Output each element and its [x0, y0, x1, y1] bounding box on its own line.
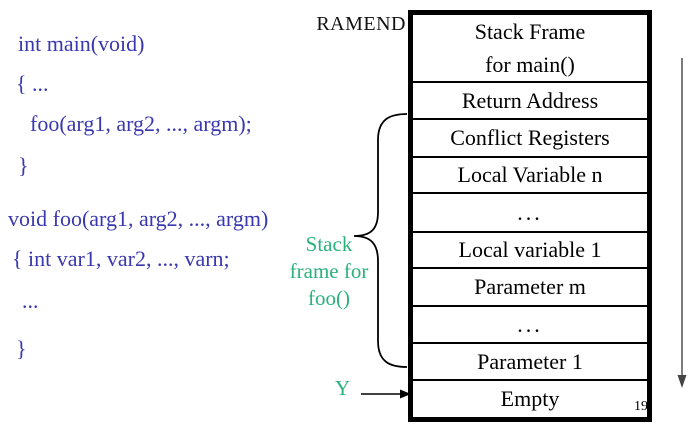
main-frame-line1: Stack Frame [474, 19, 586, 44]
foo-frame-annotation: Stack frame for foo() [278, 231, 380, 312]
memory-row-return-address: Return Address [413, 83, 647, 120]
memory-row-parameter-m: Parameter m [413, 269, 647, 307]
memory-row-conflict-registers: Conflict Registers [413, 120, 647, 158]
code-line-main-open: { ... [16, 71, 49, 96]
memory-row-empty: Empty [500, 386, 560, 411]
code-line-foo-signature: void foo(arg1, arg2, ..., argm) [8, 206, 269, 231]
memory-row-main-frame: Stack Frame for main() [413, 15, 647, 83]
foo-frame-annotation-line1: Stack [305, 232, 353, 256]
foo-frame-annotation-line2: frame for [289, 259, 369, 283]
ramend-label: RAMEND [316, 13, 406, 35]
code-line-foo-call: foo(arg1, arg2, ..., argm); [30, 111, 252, 136]
code-line-foo-body-dots: ... [22, 288, 39, 313]
main-frame-line2: for main() [485, 52, 575, 77]
memory-row-ellipsis-params: ... [413, 307, 647, 344]
y-pointer-arrow-icon [361, 389, 411, 399]
stack-growth-arrow-icon [677, 58, 687, 388]
slide-page-number: 19 [634, 399, 648, 414]
code-line-main-close: } [18, 153, 29, 178]
y-pointer-label: Y [335, 376, 351, 400]
stack-memory-table: Stack Frame for main() Return Address Co… [408, 10, 652, 422]
memory-row-local-variable-n: Local Variable n [413, 158, 647, 194]
code-line-foo-locals: { int var1, var2, ..., varn; [12, 246, 230, 271]
code-line-foo-close: } [16, 336, 27, 361]
code-line-main-signature: int main(void) [18, 31, 145, 56]
memory-row-parameter-1: Parameter 1 [413, 344, 647, 381]
memory-row-local-variable-1: Local variable 1 [413, 233, 647, 269]
memory-row-ellipsis-locals: ... [413, 194, 647, 233]
foo-frame-annotation-line3: foo() [308, 286, 350, 310]
